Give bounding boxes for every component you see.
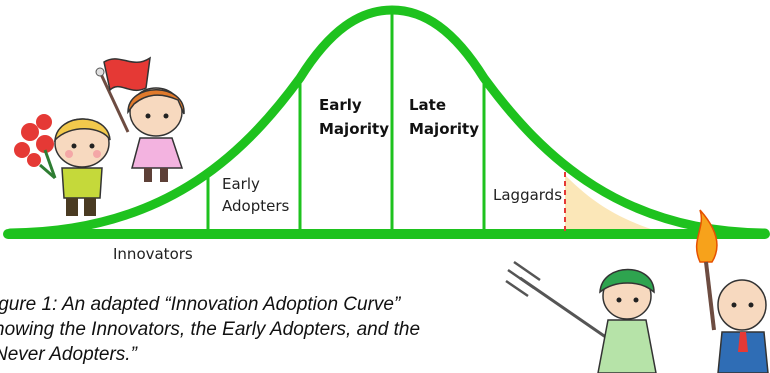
label-early-majority-line2: Majority (319, 120, 389, 138)
caption-line-2: howing the Innovators, the Early Adopter… (0, 319, 421, 340)
label-late-majority-line1: Late (409, 96, 446, 114)
label-late-majority-line2: Majority (409, 120, 479, 138)
woman-with-pitchfork-illustration (505, 260, 657, 373)
girl-with-flag-illustration (95, 56, 185, 182)
label-early-majority-line1: Early (319, 96, 362, 114)
never-adopters-shaded-area (565, 175, 660, 232)
girl-with-flowers-illustration (14, 114, 111, 216)
figure-caption: igure 1: An adapted “Innovation Adoption… (0, 292, 514, 367)
man-with-torch-illustration (695, 209, 769, 373)
caption-line-3: Never Adopters.” (0, 344, 137, 365)
caption-line-1: igure 1: An adapted “Innovation Adoption… (0, 294, 401, 315)
label-innovators: Innovators (113, 245, 193, 263)
label-early-adopters-line1: Early (222, 175, 260, 193)
label-laggards: Laggards (493, 186, 562, 204)
label-early-adopters-line2: Adopters (222, 197, 289, 215)
